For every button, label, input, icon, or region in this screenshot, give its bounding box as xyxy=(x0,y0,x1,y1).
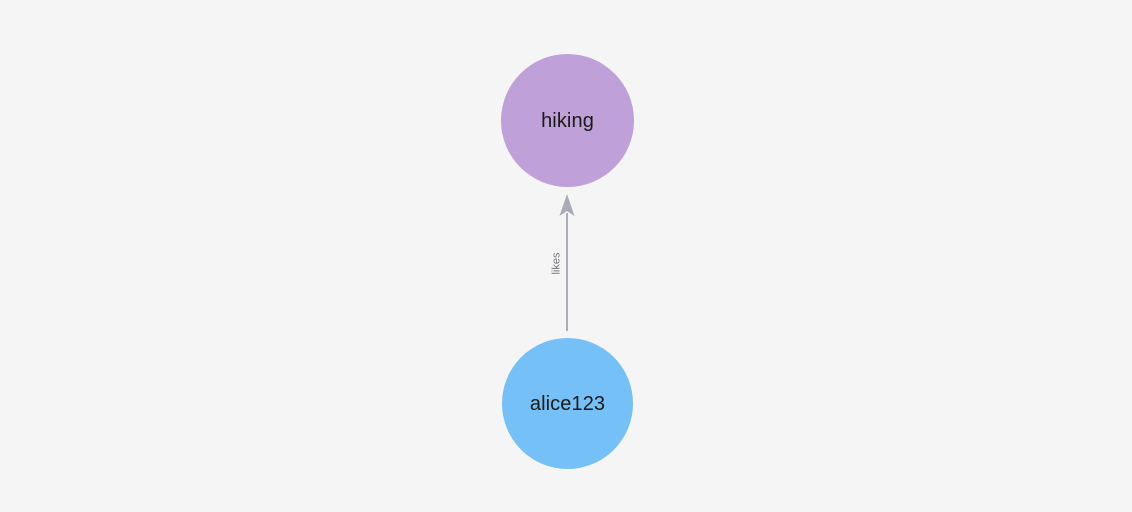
graph-node-label: hiking xyxy=(541,109,594,132)
edge-label-likes: likes xyxy=(550,252,563,275)
graph-node-hiking[interactable]: hiking xyxy=(501,54,634,187)
graph-node-label: alice123 xyxy=(529,392,606,415)
edge-arrowhead-icon xyxy=(559,194,575,216)
edge-alice123-to-hiking[interactable] xyxy=(559,194,575,331)
graph-node-alice123[interactable]: alice123 xyxy=(502,338,633,469)
